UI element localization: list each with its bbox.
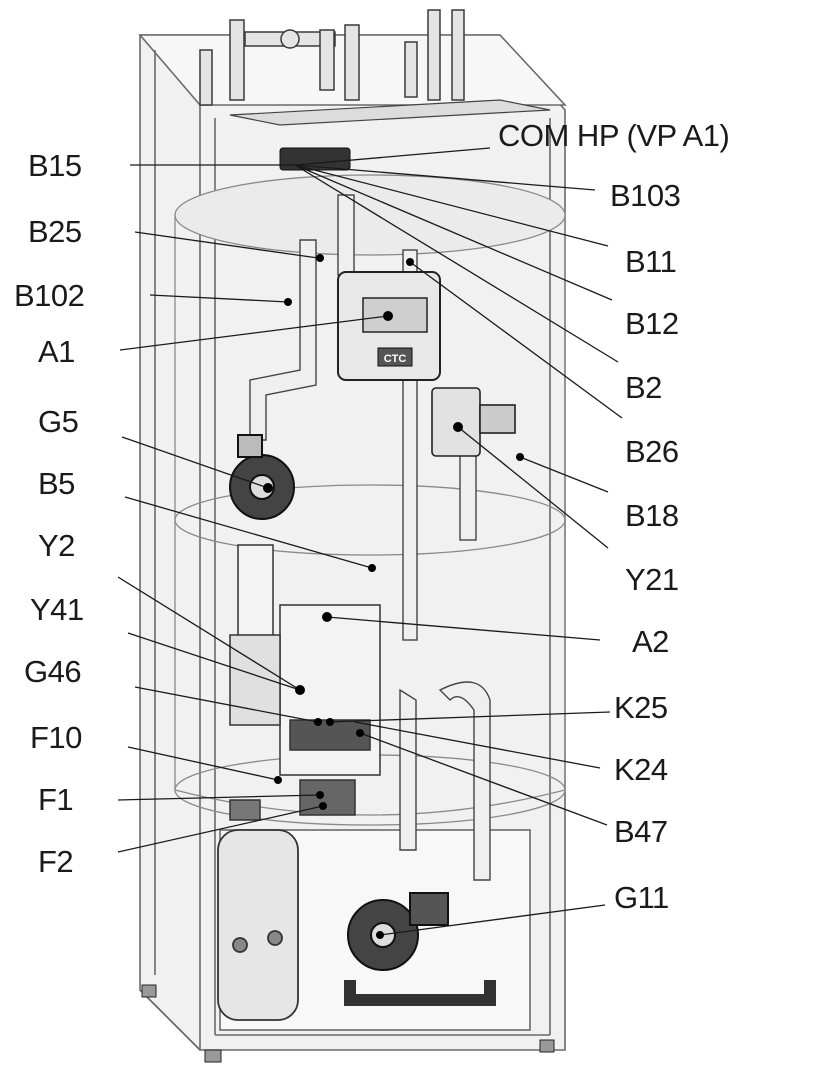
label-a2: A2 [632,624,669,659]
label-f2: F2 [38,844,74,879]
valve-y21 [431,387,516,457]
label-a1: A1 [38,334,75,369]
label-g11: G11 [614,880,669,915]
label-b5: B5 [38,466,75,501]
label-f1: F1 [38,782,74,817]
label-b18: B18 [625,498,679,533]
label-b26: B26 [625,434,679,469]
display-panel: CTC [337,271,441,381]
label-b12: B12 [625,306,679,341]
label-b25: B25 [28,214,82,249]
label-g5: G5 [38,404,79,439]
label-b47: B47 [614,814,668,849]
label-b2: B2 [625,370,662,405]
label-b102: B102 [14,278,85,313]
label-b15: B15 [28,148,82,183]
label-y21: Y21 [625,562,679,597]
display-logo: CTC [384,353,407,365]
leader-dots [263,254,524,939]
pump-g5 [229,434,295,520]
label-g46: G46 [24,654,82,689]
label-b11: B11 [625,244,677,279]
expansion-vessel [217,829,299,1021]
top-crossbar [229,99,551,126]
label-com-hp: COM HP (VP A1) [498,118,730,153]
cabinet-feet [141,984,555,1063]
label-y41: Y41 [30,592,84,627]
label-y2: Y2 [38,528,75,563]
label-k24: K24 [614,752,668,787]
label-k25: K25 [614,690,668,725]
label-f10: F10 [30,720,82,755]
leader-lines [117,147,623,936]
top-pipes [199,9,465,106]
label-b103: B103 [610,178,681,213]
